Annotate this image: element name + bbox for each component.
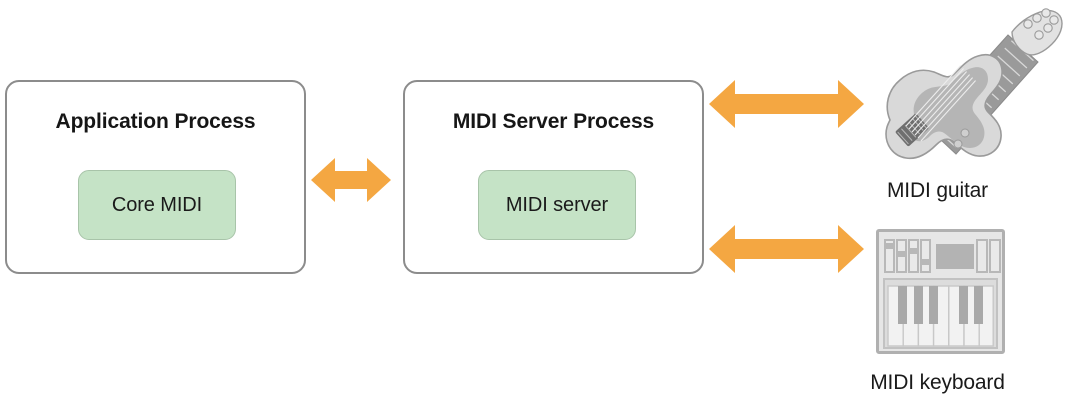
process-title-application: Application Process	[55, 110, 256, 133]
double-arrow-horizontal-icon-app-to-server	[311, 154, 391, 206]
process-title-midi-server: MIDI Server Process	[452, 110, 655, 133]
process-box-application: Application Process Core MIDI	[5, 80, 306, 274]
device-label-midi-keyboard: MIDI keyboard	[870, 371, 1005, 394]
device-label-midi-guitar: MIDI guitar	[886, 179, 989, 202]
double-arrow-horizontal-icon-server-to-keyboard	[709, 222, 864, 276]
electric-guitar-icon	[862, 2, 1080, 179]
component-label-core-midi: Core MIDI	[111, 193, 203, 216]
midi-keyboard-icon	[876, 229, 1005, 359]
process-box-midi-server: MIDI Server Process MIDI server	[403, 80, 704, 274]
component-box-core-midi: Core MIDI	[78, 170, 236, 240]
component-box-midi-server: MIDI server	[478, 170, 636, 240]
component-label-midi-server: MIDI server	[505, 193, 609, 216]
double-arrow-horizontal-icon-server-to-guitar	[709, 77, 864, 131]
